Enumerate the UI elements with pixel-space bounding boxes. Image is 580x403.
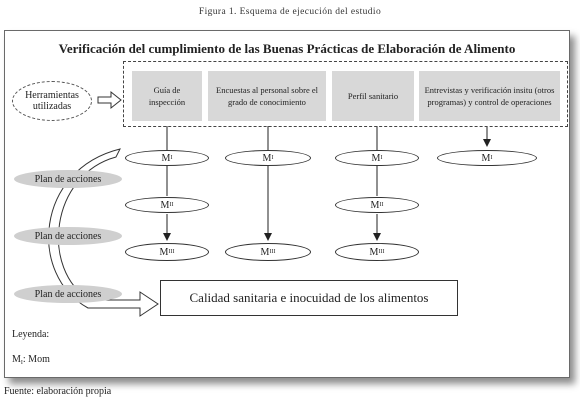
- tools-block-arrow: [97, 90, 122, 110]
- diagram-title: Verificación del cumplimiento de las Bue…: [58, 41, 516, 56]
- legend-title: Leyenda:: [12, 329, 50, 340]
- tools-group: [123, 61, 568, 127]
- action-plan-2: Plan de acciones: [14, 227, 122, 245]
- legend-item: MI: Mom: [12, 354, 50, 366]
- action-plan-3: Plan de acciones: [14, 285, 122, 303]
- tool-interviews: Entrevistas y verificación insitu (otros…: [419, 71, 560, 121]
- result-box: Calidad sanitaria e inocuidad de los ali…: [160, 280, 458, 316]
- tools-label: Herramientas utilizadas: [12, 81, 92, 121]
- tool-staff-survey: Encuestas al personal sobre el grado de …: [208, 71, 326, 121]
- figure-caption: Figura 1. Esquema de ejecución del estud…: [198, 7, 382, 17]
- action-plan-1: Plan de acciones: [14, 170, 122, 188]
- source-note: Fuente: elaboración propia: [4, 386, 112, 397]
- tool-inspection-guide: Guía de inspección: [132, 71, 202, 121]
- tool-sanitary-profile: Perfil sanitario: [332, 71, 414, 121]
